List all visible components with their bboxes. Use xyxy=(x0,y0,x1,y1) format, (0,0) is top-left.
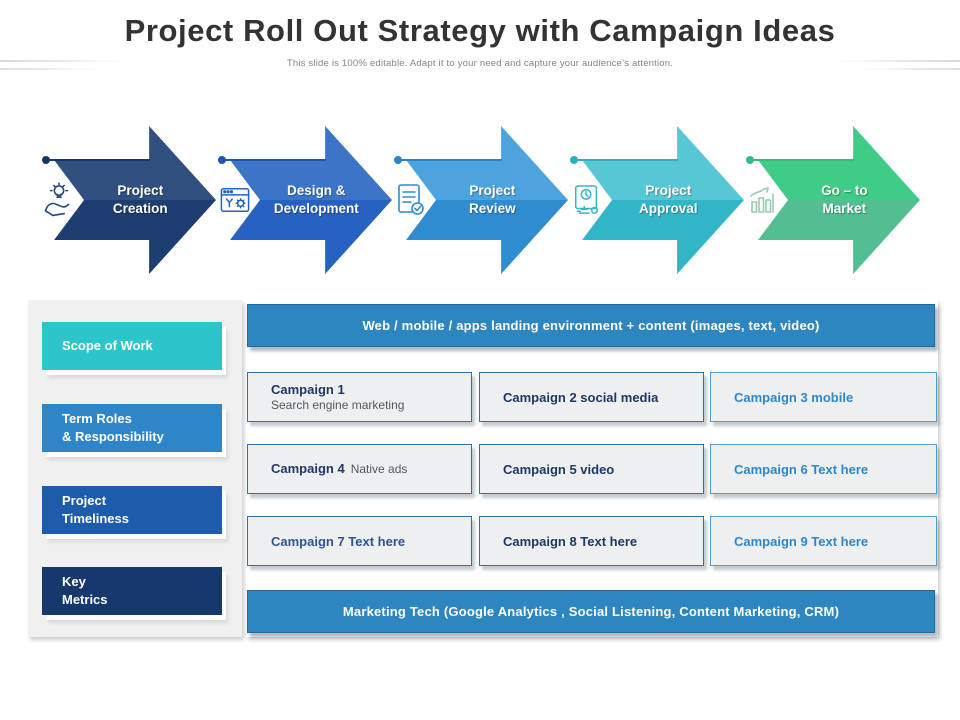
campaign-title: Campaign 3 mobile xyxy=(734,389,854,405)
top-banner-text: Web / mobile / apps landing environment … xyxy=(362,318,820,333)
growth-chart-icon xyxy=(748,182,778,218)
campaign-text-line: Campaign 4 Native ads xyxy=(271,460,471,478)
campaign-box-6: Campaign 6 Text here xyxy=(710,444,937,494)
connector-line xyxy=(45,159,150,161)
arrow-label: Project Review xyxy=(469,183,516,216)
connector-line xyxy=(221,159,326,161)
sidebar-item-term-roles-responsibility: Term Roles & Responsibility xyxy=(42,404,222,452)
top-banner: Web / mobile / apps landing environment … xyxy=(247,304,935,347)
doc-approval-icon xyxy=(572,182,602,218)
doc-check-icon xyxy=(396,182,426,218)
process-arrow-project-creation: Project Creation xyxy=(40,126,216,274)
campaign-title: Campaign 6 Text here xyxy=(734,461,869,477)
campaign-detail: Search engine marketing xyxy=(271,398,405,412)
campaign-title: Campaign 4 xyxy=(271,461,345,476)
campaign-box-8: Campaign 8 Text here xyxy=(479,516,704,566)
arrow-label: Design & Development xyxy=(273,183,359,216)
campaign-title: Campaign 1 xyxy=(271,382,345,397)
connector-line xyxy=(397,159,502,161)
campaign-title: Campaign 9 Text here xyxy=(734,533,869,549)
arrow-label: Project Creation xyxy=(112,183,168,216)
campaign-title: Campaign 5 video xyxy=(503,461,615,477)
sidebar-panel: Scope of Work Term Roles & Responsibilit… xyxy=(28,300,242,637)
campaign-detail: Native ads xyxy=(350,462,408,476)
decor-line-left xyxy=(0,68,104,70)
connector-line xyxy=(749,159,854,161)
campaign-box-9: Campaign 9 Text here xyxy=(710,516,937,566)
campaign-title: Campaign 8 Text here xyxy=(503,533,638,549)
campaign-box-7: Campaign 7 Text here xyxy=(247,516,472,566)
page-title: Project Roll Out Strategy with Campaign … xyxy=(124,13,836,48)
bottom-banner-text: Marketing Tech (Google Analytics , Socia… xyxy=(342,604,840,619)
sidebar-item-project-timeliness: Project Timeliness xyxy=(42,486,222,534)
idea-hand-icon xyxy=(44,182,74,218)
campaign-title: Campaign 2 social media xyxy=(503,389,659,405)
campaign-box-2: Campaign 2 social media xyxy=(479,372,704,422)
connector-line xyxy=(573,159,678,161)
campaign-box-1: Campaign 1 Search engine marketing xyxy=(247,372,472,422)
dev-window-icon xyxy=(220,182,250,218)
page-subtitle: This slide is 100% editable. Adapt it to… xyxy=(286,58,674,69)
decor-line-left xyxy=(0,60,128,62)
decor-line-right xyxy=(832,60,960,62)
process-arrow-go-to-market: Go – to Market xyxy=(744,126,920,274)
process-arrow-project-approval: Project Approval xyxy=(568,126,744,274)
campaign-title: Campaign 7 Text here xyxy=(271,533,406,549)
campaign-box-5: Campaign 5 video xyxy=(479,444,704,494)
main-panel: Web / mobile / apps landing environment … xyxy=(246,300,938,637)
decor-line-right xyxy=(856,68,960,70)
process-arrow-design-development: Design & Development xyxy=(216,126,392,274)
sidebar-item-key-metrics: Key Metrics xyxy=(42,567,222,615)
bottom-banner: Marketing Tech (Google Analytics , Socia… xyxy=(247,590,935,633)
campaign-box-3: Campaign 3 mobile xyxy=(710,372,937,422)
sidebar-item-scope-of-work: Scope of Work xyxy=(42,322,222,370)
campaign-box-4: Campaign 4 Native ads xyxy=(247,444,472,494)
process-arrow-project-review: Project Review xyxy=(392,126,568,274)
arrow-label: Project Approval xyxy=(639,183,698,216)
arrow-label: Go – to Market xyxy=(821,183,868,216)
